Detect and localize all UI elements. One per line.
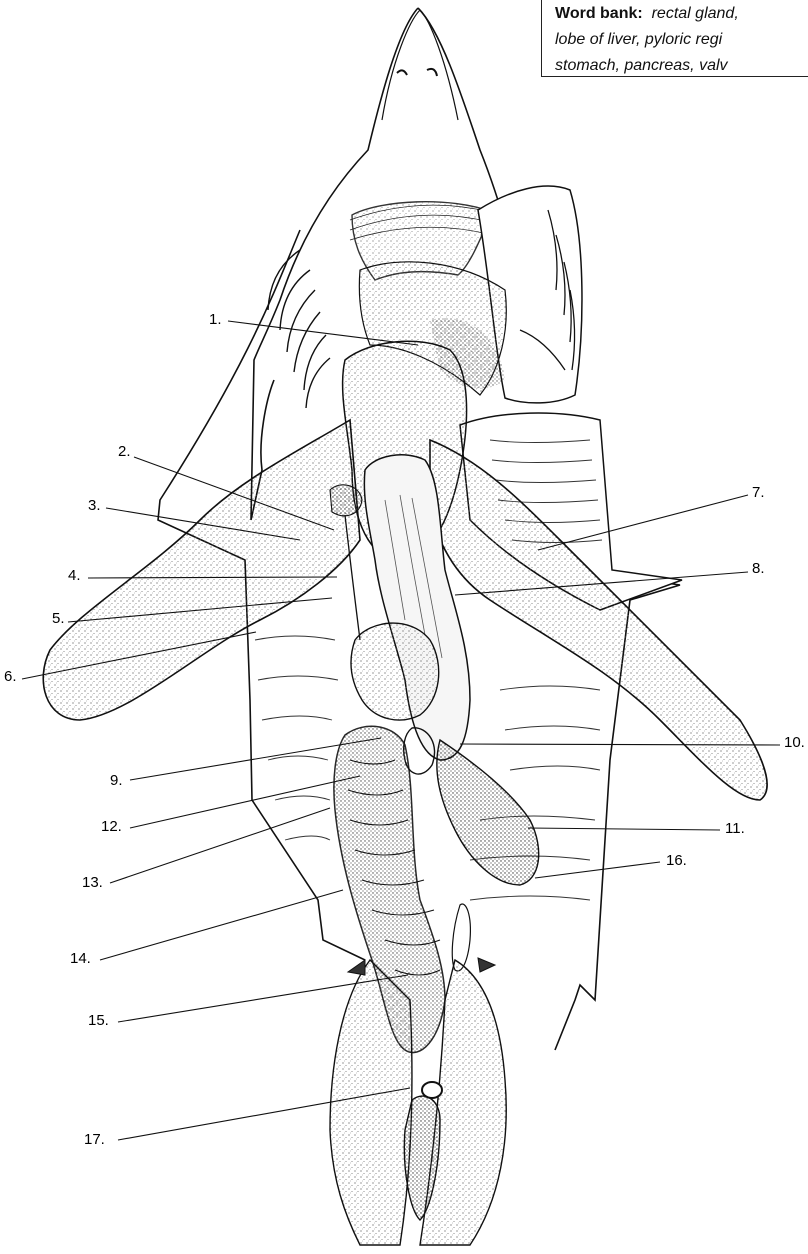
nostril-left xyxy=(397,70,407,75)
leader-line-11 xyxy=(528,828,720,830)
label-1: 1. xyxy=(209,311,222,328)
label-14: 14. xyxy=(70,950,91,967)
pelvic-fin-left xyxy=(330,960,412,1245)
label-6: 6. xyxy=(4,668,17,685)
label-16: 16. xyxy=(666,852,687,869)
leader-line-16 xyxy=(535,862,660,878)
label-17: 17. xyxy=(84,1131,105,1148)
word-bank-line-3: stomach, pancreas, valv xyxy=(555,53,808,77)
label-12: 12. xyxy=(101,818,122,835)
spleen xyxy=(437,740,539,885)
leader-line-12 xyxy=(130,776,360,828)
label-7: 7. xyxy=(752,484,765,501)
word-bank-text-1: rectal gland, xyxy=(652,5,739,22)
word-bank-box: Word bank: rectal gland, lobe of liver, … xyxy=(541,0,808,77)
label-4: 4. xyxy=(68,567,81,584)
liver-left-lobe xyxy=(43,420,360,720)
leader-line-13 xyxy=(110,808,330,883)
label-11: 11. xyxy=(725,820,745,837)
gall-bladder xyxy=(330,485,362,516)
label-9: 9. xyxy=(110,772,123,789)
label-2: 2. xyxy=(118,443,131,460)
label-8: 8. xyxy=(752,560,765,577)
word-bank-line-2: lobe of liver, pyloric regi xyxy=(555,27,808,53)
gills-left xyxy=(268,250,330,408)
label-13: 13. xyxy=(82,874,103,891)
label-10: 10. xyxy=(784,734,805,751)
label-5: 5. xyxy=(52,610,65,627)
word-bank-title: Word bank: xyxy=(555,5,643,22)
snout-tip xyxy=(382,10,458,120)
rectum-opening xyxy=(422,1082,442,1098)
pyloric-region xyxy=(351,623,439,720)
leader-line-14 xyxy=(100,890,343,960)
label-15: 15. xyxy=(88,1012,109,1029)
nostril-right xyxy=(427,69,437,76)
label-3: 3. xyxy=(88,497,101,514)
word-bank-line-1: Word bank: rectal gland, xyxy=(555,1,808,27)
